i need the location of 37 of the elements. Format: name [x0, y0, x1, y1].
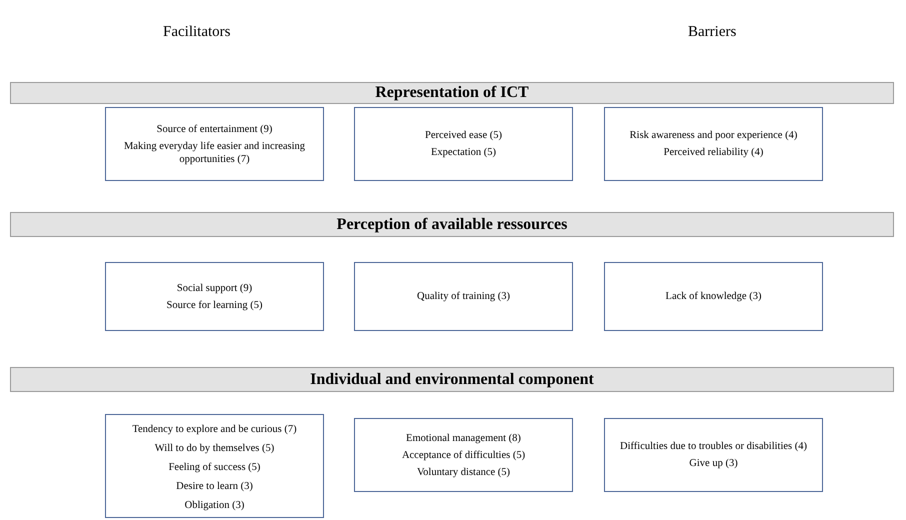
list-item-text: Perceived ease (5) [425, 129, 502, 142]
list-item-text: Give up (3) [689, 457, 738, 470]
list-item-text: Feeling of success (5) [168, 461, 260, 474]
category-box [354, 107, 573, 181]
category-box [105, 262, 324, 331]
column-heading: Barriers [688, 24, 736, 41]
list-item-text: Voluntary distance (5) [416, 466, 510, 478]
category-box [105, 107, 324, 181]
list-item-text: Source for learning (5) [166, 298, 262, 312]
section-band [10, 82, 894, 104]
section-heading: Perception of available ressources [336, 216, 568, 234]
list-item-text: Lack of knowledge (3) [666, 290, 762, 303]
column-heading: Facilitators [163, 24, 230, 41]
list-item-text: Social support (9) [176, 282, 252, 294]
list-item-text: Perceived reliability (4) [664, 146, 764, 159]
category-box [604, 262, 823, 331]
list-item-text: Quality of training (3) [416, 290, 510, 303]
category-box [354, 262, 573, 331]
section-band [10, 367, 894, 392]
list-item-text: Desire to learn (3) [176, 480, 253, 493]
list-item-text: Obligation (3) [184, 499, 244, 512]
list-item-text: Emotional management (8) [406, 432, 521, 444]
list-item-text: Making everyday life easier and increasing opportunities (7) [122, 140, 306, 166]
list-item-text: Expectation (5) [430, 146, 496, 159]
list-item-text: Difficulties due to troubles or disabilities (4) [620, 440, 808, 453]
section-band [10, 212, 894, 237]
list-item-text: Source of entertainment (9) [156, 122, 272, 136]
section-heading: Representation of ICT [375, 84, 529, 102]
list-item-text: Acceptance of difficulties (5) [402, 448, 526, 462]
list-item-text: Tendency to explore and be curious (7) [132, 423, 297, 436]
list-item-text: Risk awareness and poor experience (4) [630, 129, 798, 142]
category-box [604, 418, 823, 492]
section-heading: Individual and environmental component [310, 370, 594, 388]
list-item-text: Will to do by themselves (5) [154, 442, 274, 455]
category-box [354, 418, 573, 492]
category-box [604, 107, 823, 181]
category-box [105, 414, 324, 518]
